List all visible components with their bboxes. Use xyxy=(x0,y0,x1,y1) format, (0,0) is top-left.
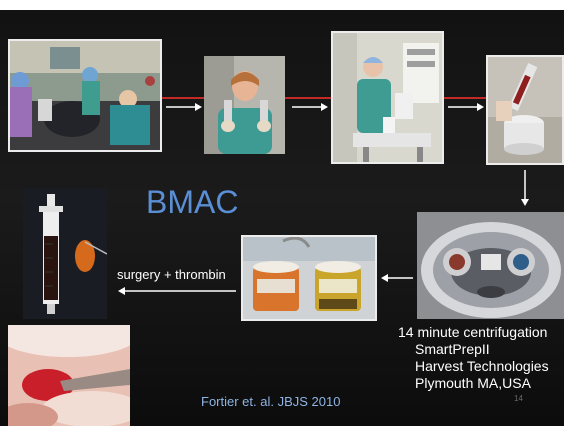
arrow-right-3-icon xyxy=(448,102,484,112)
photo-arthroscopy xyxy=(8,325,130,426)
manufacturer-location: Plymouth MA,USA xyxy=(398,375,549,392)
accent-line-1 xyxy=(160,97,204,99)
photo-final-syringe xyxy=(23,188,107,319)
arrow-down-icon xyxy=(520,170,530,206)
arrow-right-1-icon xyxy=(166,102,202,112)
slide: BMAC surgery + thrombin xyxy=(0,10,564,426)
photo-syringe-transfer xyxy=(486,55,564,165)
centrifugation-details: 14 minute centrifugation SmartPrepII Har… xyxy=(398,324,549,392)
centrifugation-duration: 14 minute centrifugation xyxy=(398,324,549,341)
arrow-left-surgery-icon xyxy=(118,286,236,296)
surgery-label: surgery + thrombin xyxy=(117,267,226,282)
slide-title: BMAC xyxy=(146,184,238,221)
photo-processed-cups xyxy=(241,235,377,321)
photo-surgeon-with-syringes xyxy=(204,56,285,154)
manufacturer-name: Harvest Technologies xyxy=(398,358,549,375)
accent-line-2 xyxy=(285,97,331,99)
citation: Fortier et. al. JBJS 2010 xyxy=(201,394,340,409)
accent-line-3 xyxy=(442,97,486,99)
arrow-left-centrifuge-icon xyxy=(381,273,413,283)
arrow-right-2-icon xyxy=(292,102,328,112)
photo-centrifuge xyxy=(417,212,564,319)
photo-processing-station xyxy=(331,31,444,164)
slide-number: 14 xyxy=(514,394,523,403)
device-name: SmartPrepII xyxy=(398,341,549,358)
photo-bone-marrow-harvest xyxy=(8,39,162,152)
